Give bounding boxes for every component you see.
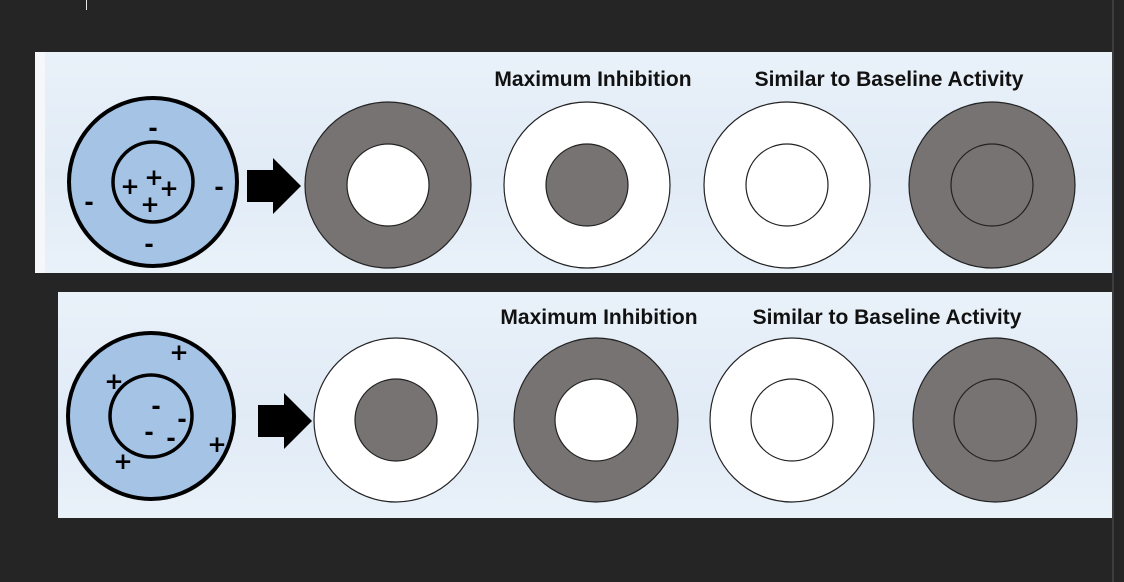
window-edge [1112,0,1114,582]
ring-light-outer-light-inner [703,101,871,269]
cell-nucleus-circle [111,140,195,224]
arrow-right-icon [247,158,301,214]
ring-light-outer-dark-inner [313,337,479,503]
ring-dark-outer-light-inner [513,337,679,503]
arrow-right-icon [258,393,312,449]
ring-inner [750,378,834,462]
ring-inner [545,143,629,227]
label-maximum-inhibition: Maximum Inhibition [494,68,691,91]
panel-1-graphic: Maximum Inhibition Similar to Baseline A… [67,68,1076,269]
cell-diagram: + + + + - - - - [67,96,239,268]
label-similar-to-baseline: Similar to Baseline Activity [753,306,1022,329]
panel-2: Maximum Inhibition Similar to Baseline A… [58,292,1112,518]
inner-charge: - [144,420,154,446]
inner-charge: - [166,426,176,452]
inner-charge: + [140,192,159,218]
text-cursor [86,0,87,10]
label-similar-to-baseline: Similar to Baseline Activity [755,68,1024,91]
outer-charges: + + + + [104,340,226,475]
ring-dark-outer-light-inner [304,101,472,269]
cell-diagram: - - - - + + + + [66,331,236,501]
ring-inner [953,378,1037,462]
ring-inner [950,143,1034,227]
ring-inner [346,143,430,227]
outer-charges: - - - - [84,116,224,258]
inner-charges: + + + + [120,165,178,218]
ring-dark-outer-dark-inner [912,337,1078,503]
outer-charge: - [214,175,224,201]
inner-charge: - [177,407,187,433]
label-maximum-inhibition: Maximum Inhibition [500,306,697,329]
ring-dark-outer-dark-inner [908,101,1076,269]
outer-charge: - [148,116,158,142]
outer-charge: - [144,232,154,258]
outer-charge: - [84,190,94,216]
outer-charge: + [169,340,188,366]
inner-charges: - - - - [144,394,187,452]
ring-inner [745,143,829,227]
inner-charge: + [144,165,163,191]
inner-charge: + [159,176,178,202]
ring-light-outer-dark-inner [503,101,671,269]
outer-charge: + [207,432,226,458]
cell-nucleus-circle [108,373,194,459]
panel-2-graphic: Maximum Inhibition Similar to Baseline A… [66,306,1078,503]
outer-charge: + [113,449,132,475]
ring-inner [354,378,438,462]
inner-charge: + [120,174,139,200]
ring-light-outer-light-inner [709,337,875,503]
outer-charge: + [104,369,123,395]
panel-1: Maximum Inhibition Similar to Baseline A… [35,52,1112,273]
ring-inner [554,378,638,462]
inner-charge: - [151,394,161,420]
